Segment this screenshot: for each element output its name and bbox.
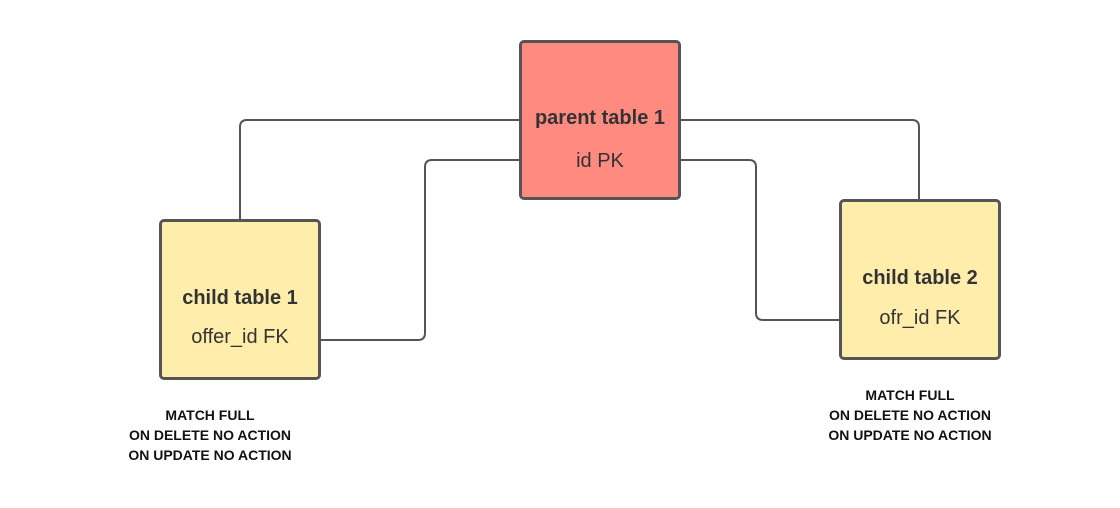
fk-arrow-offer-id xyxy=(300,154,534,341)
constraint-on-update: ON UPDATE NO ACTION xyxy=(128,447,292,463)
child-table-1-constraint-note: MATCH FULL ON DELETE NO ACTION ON UPDATE… xyxy=(110,405,310,465)
constraint-match: MATCH FULL xyxy=(865,387,955,403)
child-table-2-box[interactable]: child table 2 ofr_id FK xyxy=(839,199,1001,360)
constraint-on-delete: ON DELETE NO ACTION xyxy=(128,427,292,443)
parent-table-pk-field: id PK xyxy=(576,150,624,172)
child-table-1-box[interactable]: child table 1 offer_id FK xyxy=(159,219,321,380)
constraint-on-update: ON UPDATE NO ACTION xyxy=(828,427,992,443)
child-table-2-fk-field: ofr_id FK xyxy=(879,307,961,329)
constraint-match: MATCH FULL xyxy=(165,407,255,423)
child-table-2-constraint-note: MATCH FULL ON DELETE NO ACTION ON UPDATE… xyxy=(810,385,1010,445)
child-table-1-fk-field: offer_id FK xyxy=(191,326,289,348)
parent-table-box[interactable]: parent table 1 id PK xyxy=(519,40,681,200)
parent-table-title: parent table 1 xyxy=(534,107,666,129)
fk-arrow-ofr-id xyxy=(650,154,863,321)
constraint-on-delete: ON DELETE NO ACTION xyxy=(828,407,992,423)
relationship-line-child1 xyxy=(239,119,519,219)
relationship-line-child2 xyxy=(681,119,920,199)
child-table-2-title: child table 2 xyxy=(862,267,978,289)
child-table-1-title: child table 1 xyxy=(182,287,298,309)
